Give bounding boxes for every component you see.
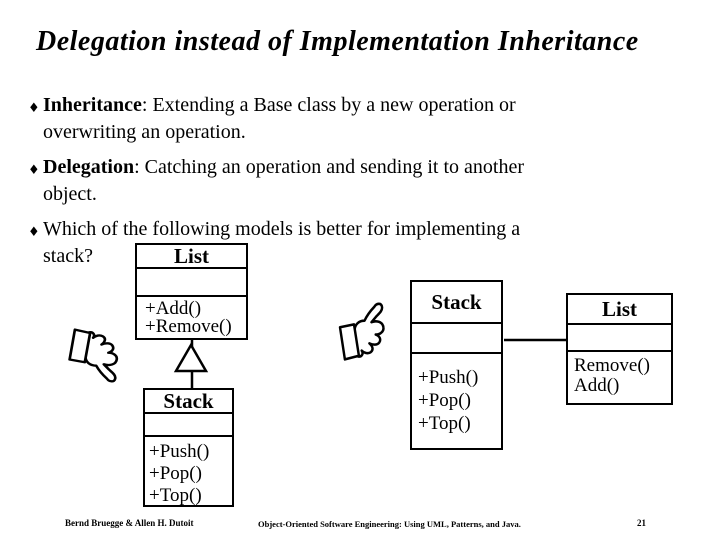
uml-operation: Remove() (574, 355, 650, 376)
uml-class-list-delegate: List Remove() Add() (566, 293, 673, 405)
thumbs-down-icon (68, 328, 119, 383)
thumbs-up-icon (338, 302, 385, 361)
uml-operation: +Top() (418, 413, 471, 434)
bullet-text: : Catching an operation and sending it t… (134, 156, 524, 178)
uml-class-name: List (137, 245, 246, 269)
bullet-list: ♦ Inheritance: Extending a Base class by… (28, 92, 668, 278)
bullet-term: Delegation (43, 156, 135, 178)
uml-attributes-compartment (137, 269, 246, 297)
footer-book-title: Object-Oriented Software Engineering: Us… (258, 519, 521, 529)
uml-class-list-superclass: List +Add() +Remove() (135, 243, 248, 340)
inheritance-triangle-icon (173, 342, 209, 373)
bullet-line-1: Inheritance: Extending a Base class by a… (43, 92, 668, 119)
bullet-item-inheritance: ♦ Inheritance: Extending a Base class by… (28, 92, 668, 146)
uml-attributes-compartment (412, 324, 501, 354)
uml-operation: +Add() (145, 298, 202, 319)
uml-class-stack-delegating: Stack +Push() +Pop() +Top() (410, 280, 503, 450)
uml-attributes-compartment (568, 325, 671, 352)
bullet-line-2: overwriting an operation. (43, 121, 246, 143)
bullet-line-2: object. (43, 183, 97, 205)
uml-operation: Add() (574, 375, 620, 396)
bullet-diamond-icon: ♦ (28, 101, 40, 116)
uml-class-stack-subclass: Stack +Push() +Pop() +Top() (143, 388, 234, 507)
bullet-diamond-icon: ♦ (28, 163, 40, 178)
uml-operations-compartment: +Push() +Pop() +Top() (145, 437, 232, 507)
uml-class-name: Stack (145, 390, 232, 414)
bullet-text: : Extending a Base class by a new operat… (141, 94, 516, 116)
uml-operation: +Push() (418, 367, 479, 388)
bullet-line-2: stack? (43, 245, 93, 267)
uml-operation: +Remove() (145, 316, 232, 337)
uml-operation: +Push() (149, 441, 210, 462)
uml-operation: +Pop() (149, 463, 202, 484)
bullet-text: Which of the following models is better … (43, 218, 521, 240)
uml-attributes-compartment (145, 414, 232, 437)
uml-operation: +Pop() (418, 390, 471, 411)
footer-authors: Bernd Bruegge & Allen H. Dutoit (65, 518, 194, 528)
bullet-diamond-icon: ♦ (28, 225, 40, 240)
slide-title: Delegation instead of Implementation Inh… (36, 26, 639, 57)
bullet-line-1: Which of the following models is better … (43, 216, 668, 243)
bullet-item-delegation: ♦ Delegation: Catching an operation and … (28, 154, 668, 208)
uml-operations-compartment: +Push() +Pop() +Top() (412, 354, 501, 435)
uml-class-name: List (568, 295, 671, 325)
uml-operations-compartment: +Add() +Remove() (137, 297, 246, 336)
bullet-line-1: Delegation: Catching an operation and se… (43, 154, 668, 181)
uml-operation: +Top() (149, 485, 202, 506)
bullet-item-question: ♦ Which of the following models is bette… (28, 216, 668, 270)
footer-page-number: 21 (637, 518, 646, 528)
bullet-term: Inheritance (43, 94, 142, 116)
uml-class-name: Stack (412, 282, 501, 324)
uml-operations-compartment: Remove() Add() (568, 352, 671, 396)
